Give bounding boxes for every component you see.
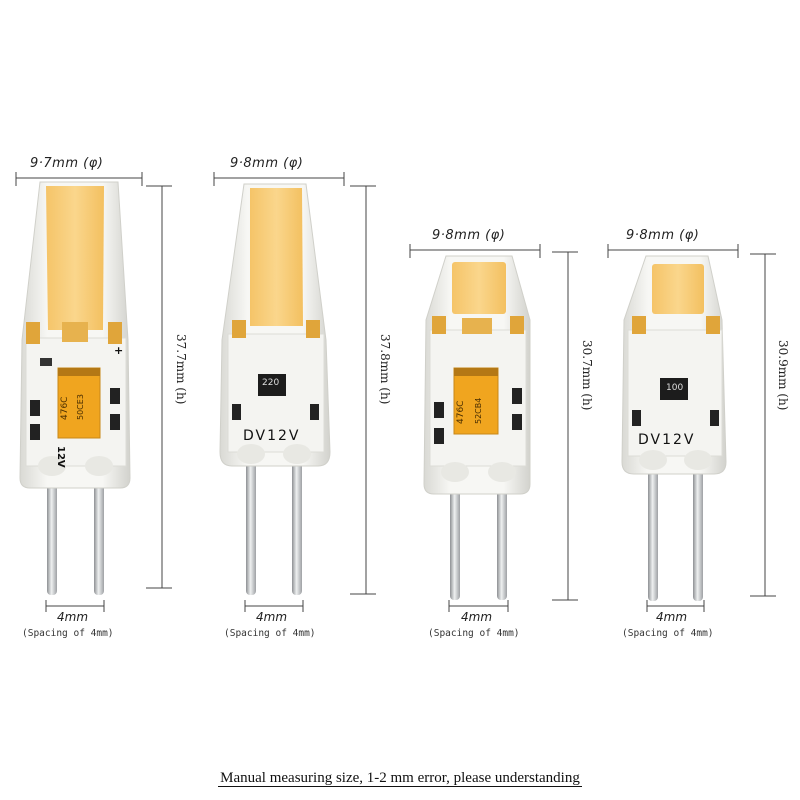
pin [693, 466, 703, 601]
pin-spacing-lines [45, 600, 705, 612]
bulb-4 [607, 244, 776, 601]
pin [47, 470, 57, 595]
width-label: 9·8mm (φ) [230, 156, 304, 171]
resistor-chip [258, 374, 286, 396]
bulb-1 [15, 172, 172, 595]
spacing-label: (Spacing of 4mm) [22, 628, 114, 639]
board-voltage: 12V [55, 446, 66, 468]
pin [450, 480, 460, 600]
polarity-mark: + [114, 344, 124, 357]
pin [648, 466, 658, 601]
pin [292, 460, 302, 595]
pin-width-label: 4mm [656, 610, 688, 624]
width-label: 9·8mm (φ) [626, 228, 700, 243]
width-label: 9·8mm (φ) [432, 228, 506, 243]
spacing-label: (Spacing of 4mm) [428, 628, 520, 639]
capacitor-code: 52CB4 [474, 397, 483, 424]
pin-width-label: 4mm [461, 610, 493, 624]
height-label: 37.7mm (h) [174, 334, 188, 405]
footer-text: Manual measuring size, 1-2 mm error, ple… [218, 770, 582, 787]
pin [497, 480, 507, 600]
board-voltage: DV12V [638, 432, 696, 448]
pin-width-label: 4mm [256, 610, 288, 624]
width-label: 9·7mm (φ) [30, 156, 104, 171]
spacing-label: (Spacing of 4mm) [622, 628, 714, 639]
height-label: 30.9mm (h) [776, 340, 790, 411]
led-chip [250, 188, 303, 326]
resistor-chip [660, 378, 688, 400]
resistor-marking: 220 [262, 378, 280, 388]
height-label: 30.7mm (h) [580, 340, 594, 411]
capacitor-code: 50CE3 [76, 394, 85, 420]
bulb-2 [213, 172, 376, 595]
led-chip [652, 264, 704, 314]
led-chip [452, 262, 506, 314]
pin [246, 460, 256, 595]
pin [94, 470, 104, 595]
height-label: 37.8mm (h) [378, 334, 392, 405]
capacitor-marking: 476C [456, 400, 466, 424]
footer-note: Manual measuring size, 1-2 mm error, ple… [0, 770, 800, 787]
resistor-marking: 100 [666, 383, 684, 393]
led-chip [46, 186, 104, 330]
board-voltage: DV12V [243, 428, 301, 444]
capacitor [57, 367, 101, 439]
capacitor-marking: 476C [60, 396, 70, 420]
spacing-label: (Spacing of 4mm) [224, 628, 316, 639]
bulb-3 [409, 244, 578, 601]
pin-width-label: 4mm [57, 610, 89, 624]
